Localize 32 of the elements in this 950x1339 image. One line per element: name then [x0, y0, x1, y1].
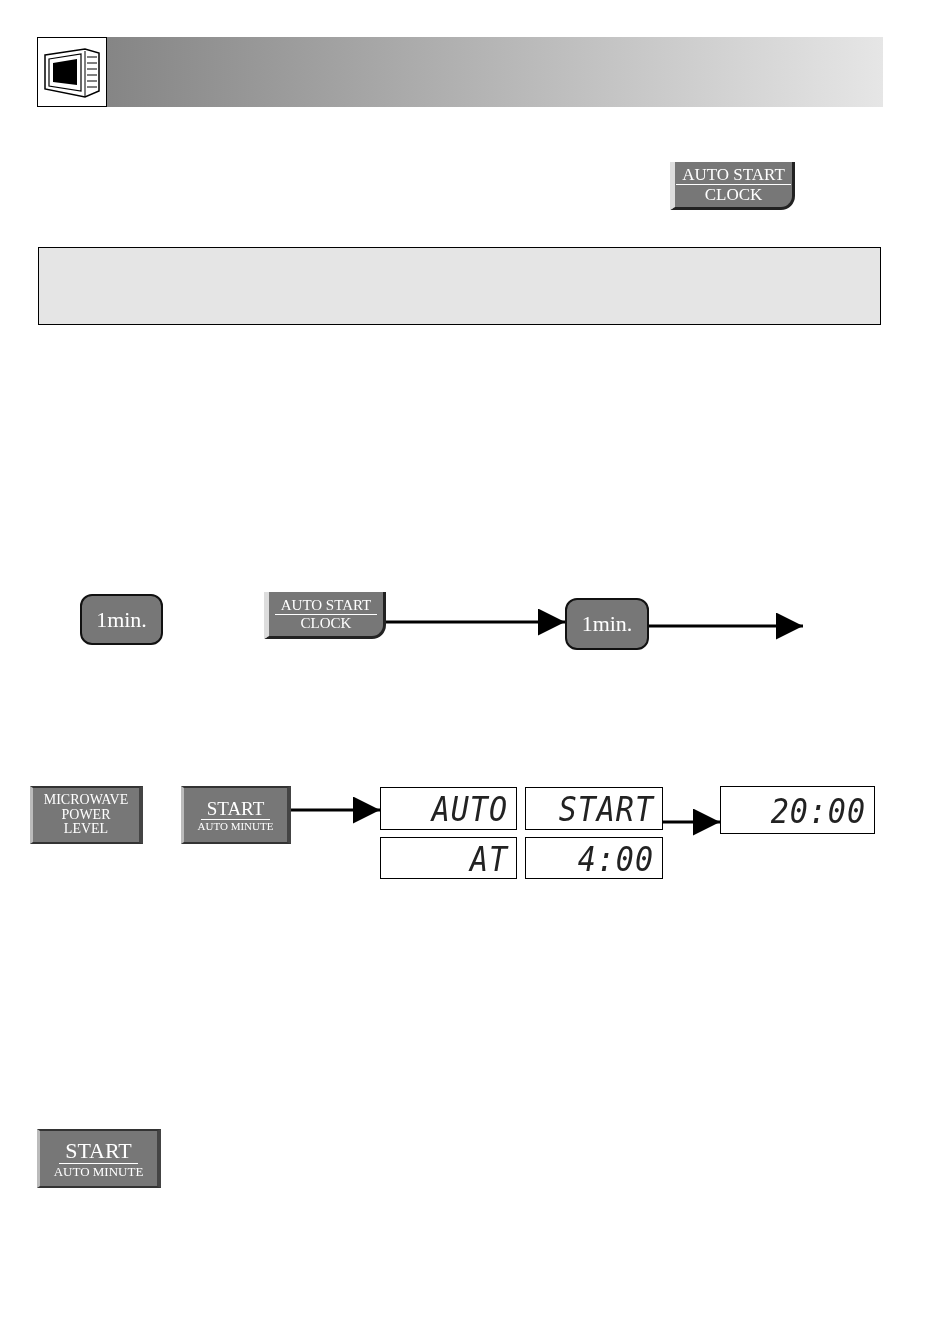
button-label: 1min. — [581, 613, 633, 635]
button-label: AUTO START — [274, 597, 378, 615]
button-sublabel: AUTO MINUTE — [197, 820, 274, 832]
timer-button — [565, 598, 649, 650]
button-label: START — [200, 798, 271, 820]
lcd-display — [380, 787, 517, 830]
arrow — [386, 608, 565, 636]
arrow — [649, 612, 803, 640]
button-sublabel: AUTO MINUTE — [53, 1164, 144, 1178]
lcd-display — [380, 837, 517, 879]
button-label: START — [59, 1139, 138, 1164]
clock-button — [670, 162, 795, 210]
arrow — [663, 808, 720, 836]
button-sublabel: CLOCK — [704, 186, 763, 203]
arrow — [291, 796, 380, 824]
button-label: MICROWAVE POWER LEVEL — [42, 792, 130, 838]
display-readout: AUTO — [431, 788, 508, 829]
clock-button — [264, 592, 386, 639]
lcd-display — [525, 787, 663, 830]
timer-button — [80, 594, 163, 645]
display-readout: AT — [469, 837, 508, 879]
control-button — [181, 786, 291, 844]
button-label: AUTO START — [676, 166, 791, 185]
lcd-display — [720, 786, 875, 834]
display-readout: 20:00 — [770, 789, 866, 831]
button-sublabel: CLOCK — [300, 615, 352, 631]
lcd-display — [525, 837, 663, 879]
display-readout: 4:00 — [577, 837, 654, 879]
display-readout: START — [558, 788, 654, 829]
control-button — [37, 1129, 161, 1188]
control-button — [30, 786, 143, 844]
button-label: 1min. — [96, 608, 147, 631]
